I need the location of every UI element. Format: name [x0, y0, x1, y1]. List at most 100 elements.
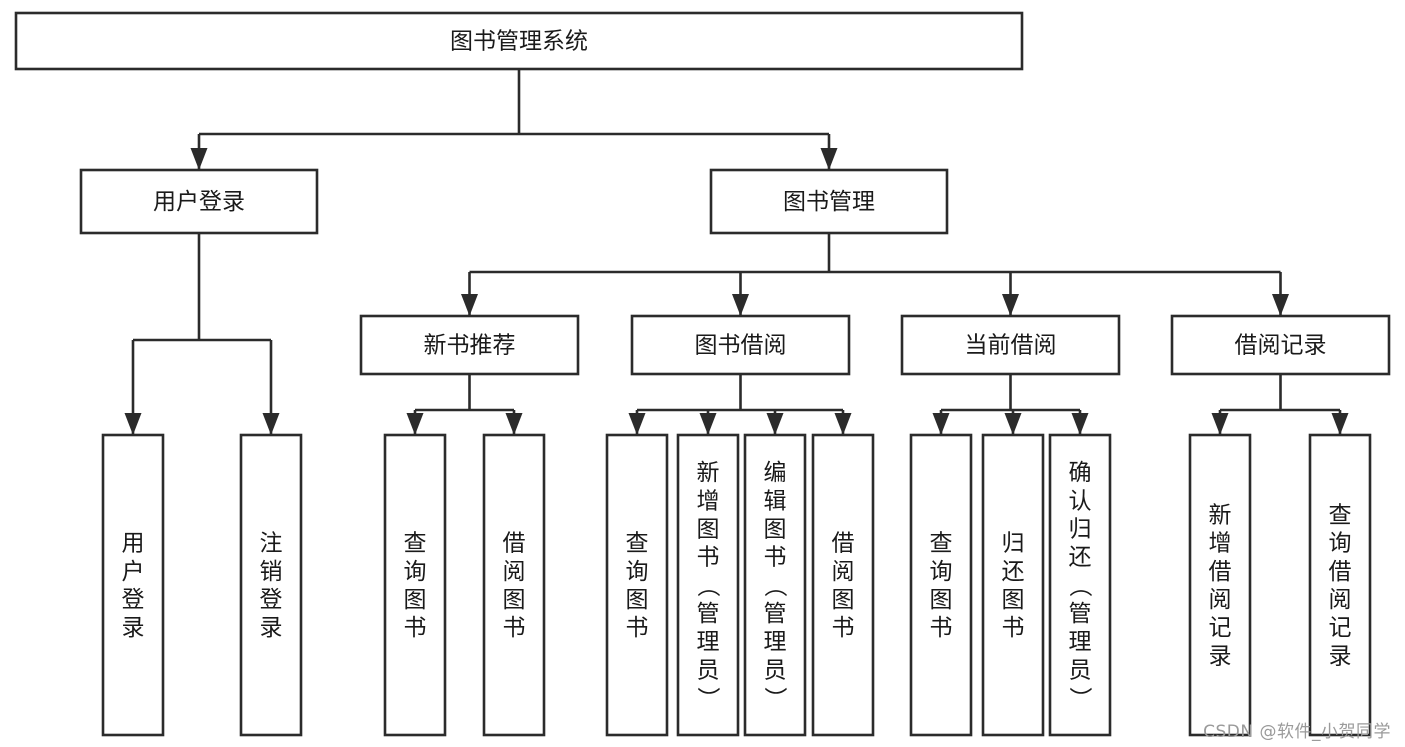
node-leaf-logout-box — [239, 433, 303, 737]
arrowhead-icon — [406, 413, 424, 435]
node-leaf-confirm-return-label-char: 员 — [1069, 657, 1092, 683]
node-leaf-borrow-book-2-label-char: 书 — [832, 615, 855, 641]
node-new-book-recommend[interactable]: 新书推荐 — [359, 314, 580, 376]
node-leaf-add-book-label-char: 增 — [697, 488, 720, 514]
node-leaf-query-book-3-label-char: 询 — [930, 559, 953, 585]
arrowhead-icon — [1071, 413, 1089, 435]
node-leaf-confirm-return-label-char: （ — [1067, 574, 1093, 597]
node-user-login[interactable]: 用户登录 — [79, 168, 319, 235]
node-book-management-box — [709, 168, 949, 235]
node-leaf-user-login-label-char: 登 — [122, 587, 145, 613]
node-leaf-add-book-label-char: （ — [695, 574, 721, 597]
node-leaf-borrow-book-2-box — [811, 433, 875, 737]
node-book-management-label: 图书管理 — [783, 189, 875, 215]
node-book-management[interactable]: 图书管理 — [709, 168, 949, 235]
node-current-borrow-box — [900, 314, 1121, 376]
node-leaf-add-book-label-char: 图 — [697, 517, 720, 543]
node-leaf-query-book-1-label-char: 图 — [404, 587, 427, 613]
arrowhead-icon — [1002, 294, 1019, 316]
node-leaf-query-book-1-box — [383, 433, 447, 737]
root-node-book-management-system[interactable]: 图书管理系统 — [14, 11, 1024, 71]
node-borrow-records[interactable]: 借阅记录 — [1170, 314, 1391, 376]
arrowhead-icon — [820, 148, 838, 170]
node-leaf-edit-book-label-char: 书 — [764, 545, 787, 571]
root-node-book-management-system-box — [14, 11, 1024, 71]
arrowhead-icon — [1004, 413, 1022, 435]
node-leaf-borrow-book-1-label-char: 书 — [503, 615, 526, 641]
node-leaf-borrow-book-1-box — [482, 433, 546, 737]
node-leaf-borrow-book-2-label-char: 阅 — [832, 559, 855, 585]
node-leaf-borrow-book-1-label-char: 图 — [503, 587, 526, 613]
node-leaf-edit-book-label-char: ） — [762, 687, 788, 710]
node-book-borrow-box — [630, 314, 851, 376]
arrowhead-icon — [732, 294, 749, 316]
node-leaf-query-book-2-box — [605, 433, 669, 737]
arrowhead-icon — [262, 413, 280, 435]
arrowhead-icon — [190, 148, 208, 170]
node-leaf-query-book-3-label-char: 查 — [930, 531, 953, 557]
node-leaf-add-record-box — [1188, 433, 1252, 737]
node-book-borrow-label: 图书借阅 — [695, 333, 787, 359]
arrowhead-icon — [766, 413, 784, 435]
node-leaf-return-book-label-char: 还 — [1002, 559, 1025, 585]
node-leaf-add-record-label-char: 录 — [1209, 643, 1232, 669]
node-leaf-user-login[interactable]: 用户登录 — [101, 433, 165, 737]
node-leaf-edit-book-label-char: 理 — [764, 629, 787, 655]
node-leaf-edit-book-label-char: 图 — [764, 517, 787, 543]
node-leaf-borrow-book-1-label-char: 阅 — [503, 559, 526, 585]
node-leaf-edit-book-label-char: 员 — [764, 657, 787, 683]
node-leaf-query-book-2-label-char: 图 — [626, 587, 649, 613]
node-leaf-user-login-box — [101, 433, 165, 737]
node-leaf-query-record-label-char: 记 — [1329, 615, 1352, 641]
arrowhead-icon — [699, 413, 717, 435]
node-leaf-add-record-label-char: 阅 — [1209, 587, 1232, 613]
connector-layer — [124, 69, 1349, 435]
node-leaf-confirm-return-label-char: 认 — [1069, 488, 1092, 514]
node-leaf-add-book-label-char: 理 — [697, 629, 720, 655]
arrowhead-icon — [1272, 294, 1289, 316]
arrowhead-icon — [1211, 413, 1229, 435]
node-leaf-logout-label-char: 销 — [260, 559, 283, 585]
arrowhead-icon — [834, 413, 852, 435]
node-leaf-add-book-label-char: 管 — [697, 601, 720, 627]
arrowhead-icon — [461, 294, 478, 316]
node-leaf-return-book-label-char: 书 — [1002, 615, 1025, 641]
node-leaf-add-book-box — [676, 433, 740, 737]
node-leaf-confirm-return-label-char: 归 — [1069, 517, 1092, 543]
node-leaf-query-record-label-char: 查 — [1329, 502, 1352, 528]
node-leaf-return-book-label-char: 归 — [1002, 531, 1025, 557]
node-leaf-confirm-return-label-char: 理 — [1069, 629, 1092, 655]
node-leaf-query-book-3-box — [909, 433, 973, 737]
node-leaf-query-record-label-char: 录 — [1329, 643, 1352, 669]
node-leaf-logout-label-char: 注 — [260, 531, 283, 557]
node-borrow-records-box — [1170, 314, 1391, 376]
node-leaf-query-book-2-label-char: 查 — [626, 531, 649, 557]
node-leaf-query-book-2-label-char: 书 — [626, 615, 649, 641]
node-user-login-label: 用户登录 — [153, 189, 245, 215]
node-leaf-query-record-label-char: 借 — [1329, 559, 1352, 585]
node-current-borrow[interactable]: 当前借阅 — [900, 314, 1121, 376]
root-node-book-management-system-label: 图书管理系统 — [450, 29, 588, 55]
node-leaf-borrow-book-1-label-char: 借 — [503, 531, 526, 557]
node-leaf-add-book-label-char: 书 — [697, 545, 720, 571]
node-book-borrow[interactable]: 图书借阅 — [630, 314, 851, 376]
node-leaf-add-record-label-char: 新 — [1209, 502, 1232, 528]
node-leaf-edit-book-box — [743, 433, 807, 737]
node-current-borrow-label: 当前借阅 — [965, 333, 1057, 359]
node-leaf-query-book-1-label-char: 书 — [404, 615, 427, 641]
arrowhead-icon — [1331, 413, 1349, 435]
node-leaf-edit-book-label-char: （ — [762, 574, 788, 597]
